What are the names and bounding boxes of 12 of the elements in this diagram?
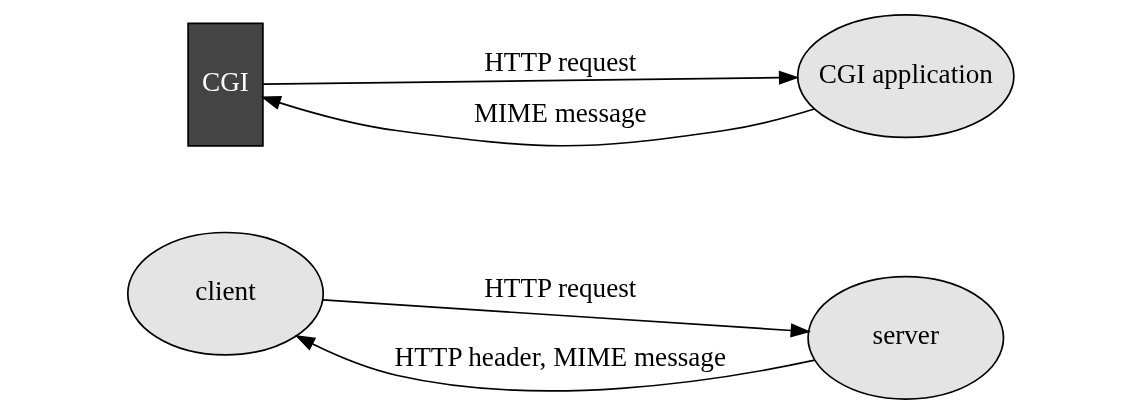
edge-label: MIME message xyxy=(473,97,647,128)
node-box: CGI xyxy=(186,22,264,147)
node-ellipse: server xyxy=(806,275,1004,400)
arrow xyxy=(321,299,811,338)
node-ellipse: client xyxy=(126,231,324,356)
edge-label: HTTP request xyxy=(483,272,636,303)
node-ellipse: CGI application xyxy=(796,14,1015,139)
edge-label: HTTP request xyxy=(483,46,636,77)
arrow xyxy=(260,96,815,147)
edge-label: HTTP header, MIME message xyxy=(394,342,726,373)
arrow xyxy=(294,334,816,392)
arrow xyxy=(261,70,799,86)
